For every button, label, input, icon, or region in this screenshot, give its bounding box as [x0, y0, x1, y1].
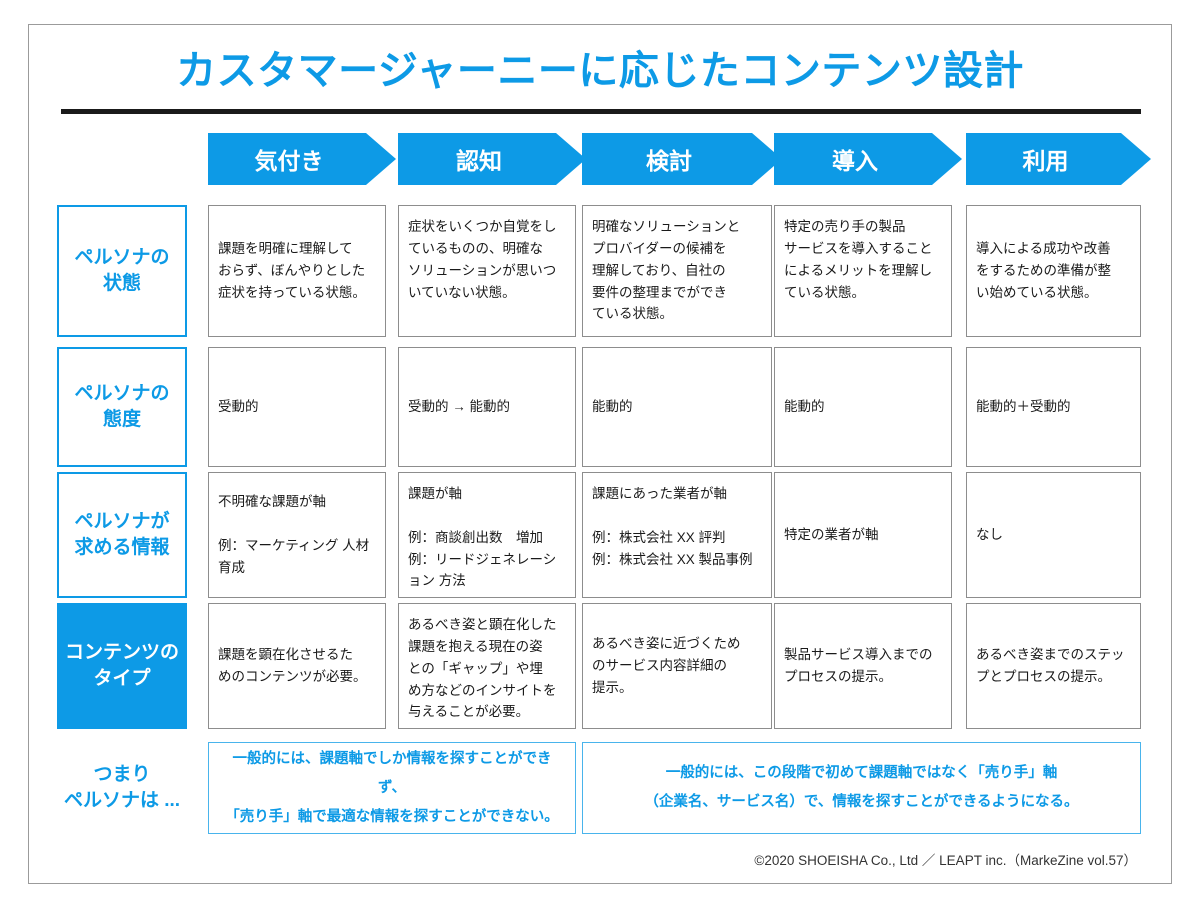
- stage-arrow-3[interactable]: 検討: [582, 133, 782, 185]
- grid-cell-r1-c3: 明確なソリューションと プロバイダーの候補を 理解しており、自社の 要件の整理ま…: [582, 205, 772, 337]
- grid-cell-r1-c4: 特定の売り手の製品 サービスを導入すること によるメリットを理解し ている状態。: [774, 205, 952, 337]
- grid-cell-r2-c2: 受動的 → 能動的: [398, 347, 576, 467]
- row-label-4: コンテンツの タイプ: [57, 603, 187, 729]
- grid-cell-r4-c5: あるべき姿までのステッ プとプロセスの提示。: [966, 603, 1141, 729]
- stage-arrow-4[interactable]: 導入: [774, 133, 962, 185]
- stage-arrow-label: 気付き: [254, 148, 324, 174]
- grid-cell-r4-c1: 課題を顕在化させるた めのコンテンツが必要。: [208, 603, 386, 729]
- summary-row-label: つまり ペルソナは ...: [63, 764, 181, 811]
- page-title: カスタマージャーニーに応じたコンテンツ設計: [176, 49, 1024, 93]
- grid-cell-r1-c5: 導入による成功や改善 をするための準備が整 い始めている状態。: [966, 205, 1141, 337]
- grid-cell-r2-c1: 受動的: [208, 347, 386, 467]
- grid-cell-r3-c1: 不明確な課題が軸 例：マーケティング 人材育成: [208, 472, 386, 598]
- grid-cell-r2-c5: 能動的＋受動的: [966, 347, 1141, 467]
- grid-cell-r4-c2: あるべき姿と顕在化した 課題を抱える現在の姿 との「ギャップ」や埋 め方などのイ…: [398, 603, 576, 729]
- grid-cell-r4-c3: あるべき姿に近づくため のサービス内容詳細の 提示。: [582, 603, 772, 729]
- title-divider: [61, 109, 1141, 114]
- grid-cell-r2-c4: 能動的: [774, 347, 952, 467]
- summary-box-1: 一般的には、課題軸でしか情報を探すことができず、 「売り手」軸で最適な情報を探す…: [208, 742, 576, 834]
- row-label-3: ペルソナが 求める情報: [57, 472, 187, 598]
- stage-arrow-label: 検討: [646, 148, 692, 174]
- slide-page: カスタマージャーニーに応じたコンテンツ設計 気付き 認知 検討 導入 利用 ペルソナの …: [28, 24, 1172, 884]
- grid-cell-r3-c3: 課題にあった業者が軸 例：株式会社 XX 評判 例：株式会社 XX 製品事例: [582, 472, 772, 598]
- grid-cell-r3-c4: 特定の業者が軸: [774, 472, 952, 598]
- stage-arrow-label: 利用: [1022, 148, 1069, 174]
- grid-cell-r1-c2: 症状をいくつか自覚をし ているものの、明確な ソリューションが思いつ いていない…: [398, 205, 576, 337]
- grid-cell-r1-c1: 課題を明確に理解して おらず、ぼんやりとした 症状を持っている状態。: [208, 205, 386, 337]
- stage-arrow-label: 導入: [832, 148, 878, 174]
- stage-arrow-band: 気付き 認知 検討 導入 利用: [29, 133, 1171, 185]
- grid-cell-r3-c2: 課題が軸 例：商談創出数 増加 例：リードジェネレーション 方法: [398, 472, 576, 598]
- grid-cell-r4-c4: 製品サービス導入までの プロセスの提示。: [774, 603, 952, 729]
- stage-arrow-2[interactable]: 認知: [398, 133, 586, 185]
- grid-cell-r3-c5: なし: [966, 472, 1141, 598]
- grid-cell-r2-c3: 能動的: [582, 347, 772, 467]
- journey-grid: ペルソナの 状態課題を明確に理解して おらず、ぼんやりとした 症状を持っている状…: [29, 25, 1171, 883]
- row-label-1: ペルソナの 状態: [57, 205, 187, 337]
- copyright-footer: ©2020 SHOEISHA Co., Ltd ／ LEAPT inc.（Mar…: [754, 853, 1137, 868]
- summary-box-2: 一般的には、この段階で初めて課題軸ではなく「売り手」軸 （企業名、サービス名）で…: [582, 742, 1141, 834]
- stage-arrow-label: 認知: [456, 148, 502, 174]
- row-label-2: ペルソナの 態度: [57, 347, 187, 467]
- stage-arrow-5[interactable]: 利用: [966, 133, 1151, 185]
- stage-arrow-1[interactable]: 気付き: [208, 133, 396, 185]
